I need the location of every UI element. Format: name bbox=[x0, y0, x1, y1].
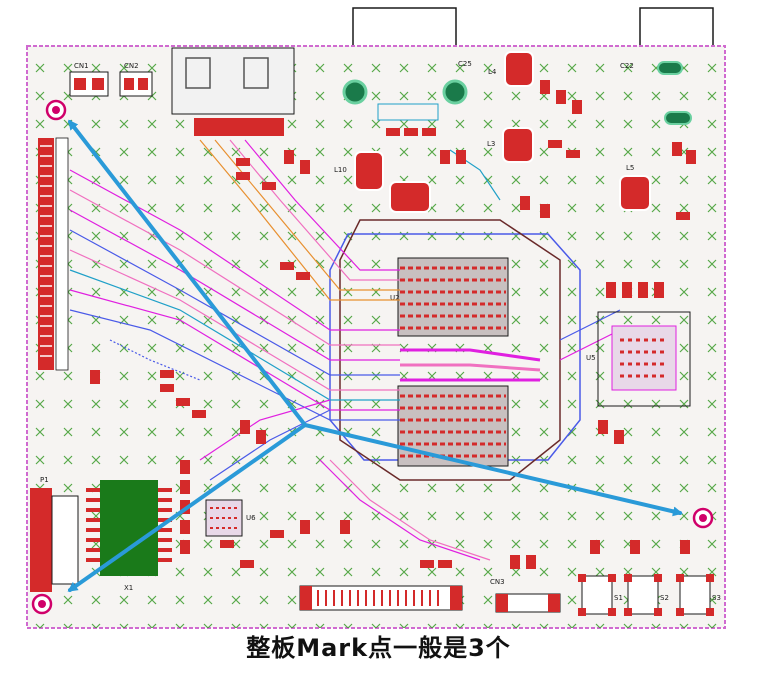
mark-point-top-left bbox=[45, 99, 67, 121]
label-l3: L3 bbox=[487, 140, 495, 148]
label-cn3: CN3 bbox=[490, 578, 505, 586]
switches: S1 S2 S3 bbox=[578, 574, 721, 616]
label-cn2: CN2 bbox=[124, 62, 139, 70]
label-u6: U6 bbox=[246, 514, 256, 522]
inductors: L4 L3 L10 L5 bbox=[334, 51, 651, 213]
mark-point-right bbox=[692, 507, 714, 529]
label-c25: C25 bbox=[458, 60, 472, 68]
mark-arrows bbox=[67, 119, 683, 592]
ic-u6: U6 bbox=[205, 499, 256, 537]
edge-connector-left bbox=[38, 137, 69, 371]
capacitor-c22: C22 bbox=[620, 61, 692, 125]
mark-point-bottom-left bbox=[31, 593, 53, 615]
connector-cn3: CN3 bbox=[299, 578, 561, 613]
ic-x1: X1 bbox=[86, 480, 172, 592]
connector-cn2: CN2 bbox=[119, 62, 153, 97]
caption: 整板Mark点一般是3个 bbox=[246, 634, 511, 662]
label-c22: C22 bbox=[620, 62, 634, 70]
label-x1: X1 bbox=[124, 584, 133, 592]
trace-bundle bbox=[69, 139, 621, 561]
ic-u1: U5 bbox=[586, 282, 691, 407]
arrow-to-bottom-left-mark bbox=[67, 423, 307, 592]
connector-cn1: CN1 bbox=[69, 62, 109, 97]
arrow-to-right-mark bbox=[303, 423, 683, 517]
label-s3: S3 bbox=[712, 594, 721, 602]
capacitor-c25: C25 bbox=[342, 60, 472, 121]
label-l5: L5 bbox=[626, 164, 634, 172]
connector-p1: P1 bbox=[30, 476, 79, 592]
bga-region: U2 bbox=[329, 219, 581, 481]
label-l4: L4 bbox=[488, 68, 497, 76]
label-cn1: CN1 bbox=[74, 62, 89, 70]
label-u2: U2 bbox=[390, 294, 400, 302]
label-s1: S1 bbox=[614, 594, 623, 602]
label-s2: S2 bbox=[660, 594, 669, 602]
usb-footprint bbox=[171, 47, 295, 136]
label-u5: U5 bbox=[586, 354, 596, 362]
arrow-to-top-left-mark bbox=[68, 119, 307, 427]
usb-connector-outline-left bbox=[352, 7, 457, 53]
label-l10: L10 bbox=[334, 166, 347, 174]
label-p1: P1 bbox=[40, 476, 49, 484]
